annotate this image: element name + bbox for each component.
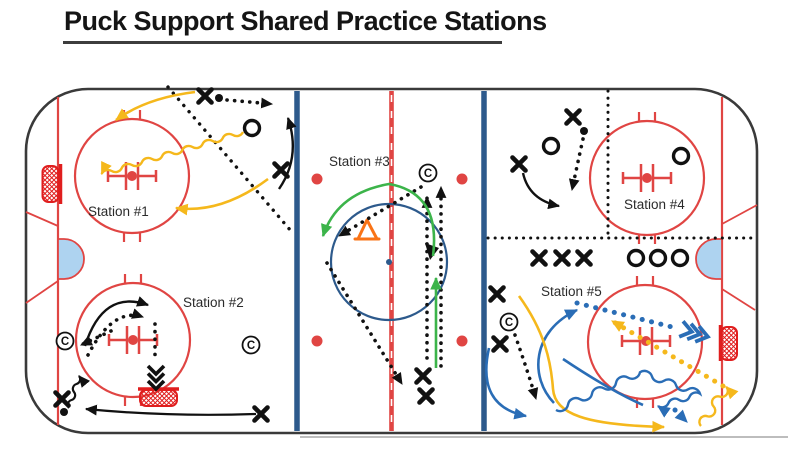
pass-dotted-yellow (609, 318, 726, 389)
station-label: Station #4 (624, 197, 685, 212)
skate-arrow-black (521, 172, 561, 210)
station-1-drill: Station #1 (88, 85, 297, 233)
pass-dotted-arc (86, 308, 145, 357)
pass-dotted-blue-short (672, 407, 690, 425)
cone-icon (353, 218, 381, 241)
station-label: Station #3 (329, 154, 390, 169)
skate-arrow-yellow (115, 90, 196, 122)
shot-dotted-blue (574, 300, 679, 331)
page-title: Puck Support Shared Practice Stations (64, 6, 547, 36)
pass-dotted-arrow (225, 97, 274, 109)
faceoff-circles (73, 110, 706, 408)
station-2-drill: Station #2 (56, 295, 268, 421)
return-arrowhead (425, 243, 439, 260)
skate-arrow-black (83, 296, 150, 347)
neutral-zone-dots (311, 173, 468, 347)
skate-arrow-yellow (174, 177, 269, 216)
crease-left (57, 238, 85, 280)
trapezoid-lines (25, 204, 758, 311)
station-4-drill: Station #4 (486, 89, 755, 240)
pass-dotted-to-coach (79, 329, 113, 347)
coach-marker (55, 331, 75, 351)
station-label: Station #2 (183, 295, 244, 310)
skate-arc-green (321, 182, 436, 257)
puck-marker (580, 127, 588, 135)
station-3-drill: Station #3 (321, 154, 447, 403)
shot-chevrons-black (146, 364, 166, 392)
crease-right (695, 238, 723, 280)
title-underline (63, 41, 502, 45)
station-label: Station #1 (88, 204, 149, 219)
skate-arrow-blue (485, 347, 528, 420)
puck-carry-wavy-yellow (698, 385, 739, 427)
center-dot (386, 259, 392, 265)
goal-net-right (718, 325, 738, 361)
coach-marker (418, 163, 438, 183)
pass-dotted-diagonal (166, 85, 293, 233)
shot-chevrons-blue (678, 320, 711, 344)
puck-carry-wavy-black (66, 375, 91, 409)
skate-arrow-blue (537, 308, 579, 404)
skate-arrow-yellow (517, 295, 666, 433)
pass-dotted-arrow (337, 185, 423, 238)
goal-net-station2 (138, 387, 179, 407)
coach-marker (241, 335, 261, 355)
station-5-drill: Station #5 (485, 284, 739, 433)
station-label: Station #5 (541, 284, 602, 299)
skate-path-blue (562, 357, 644, 407)
puck-carry-wavy-yellow (100, 131, 245, 176)
skate-arrow-black (278, 116, 297, 190)
puck-carry-wavy-blue (555, 369, 703, 418)
goal-net-station1 (41, 164, 63, 204)
pass-dotted-arrow (513, 333, 539, 401)
coach-marker (499, 312, 519, 332)
puck-marker (60, 408, 68, 416)
pass-dotted-arrow (325, 261, 404, 386)
center-circle (329, 202, 449, 322)
puck-marker (215, 94, 223, 102)
skate-arrow-black (84, 404, 257, 416)
